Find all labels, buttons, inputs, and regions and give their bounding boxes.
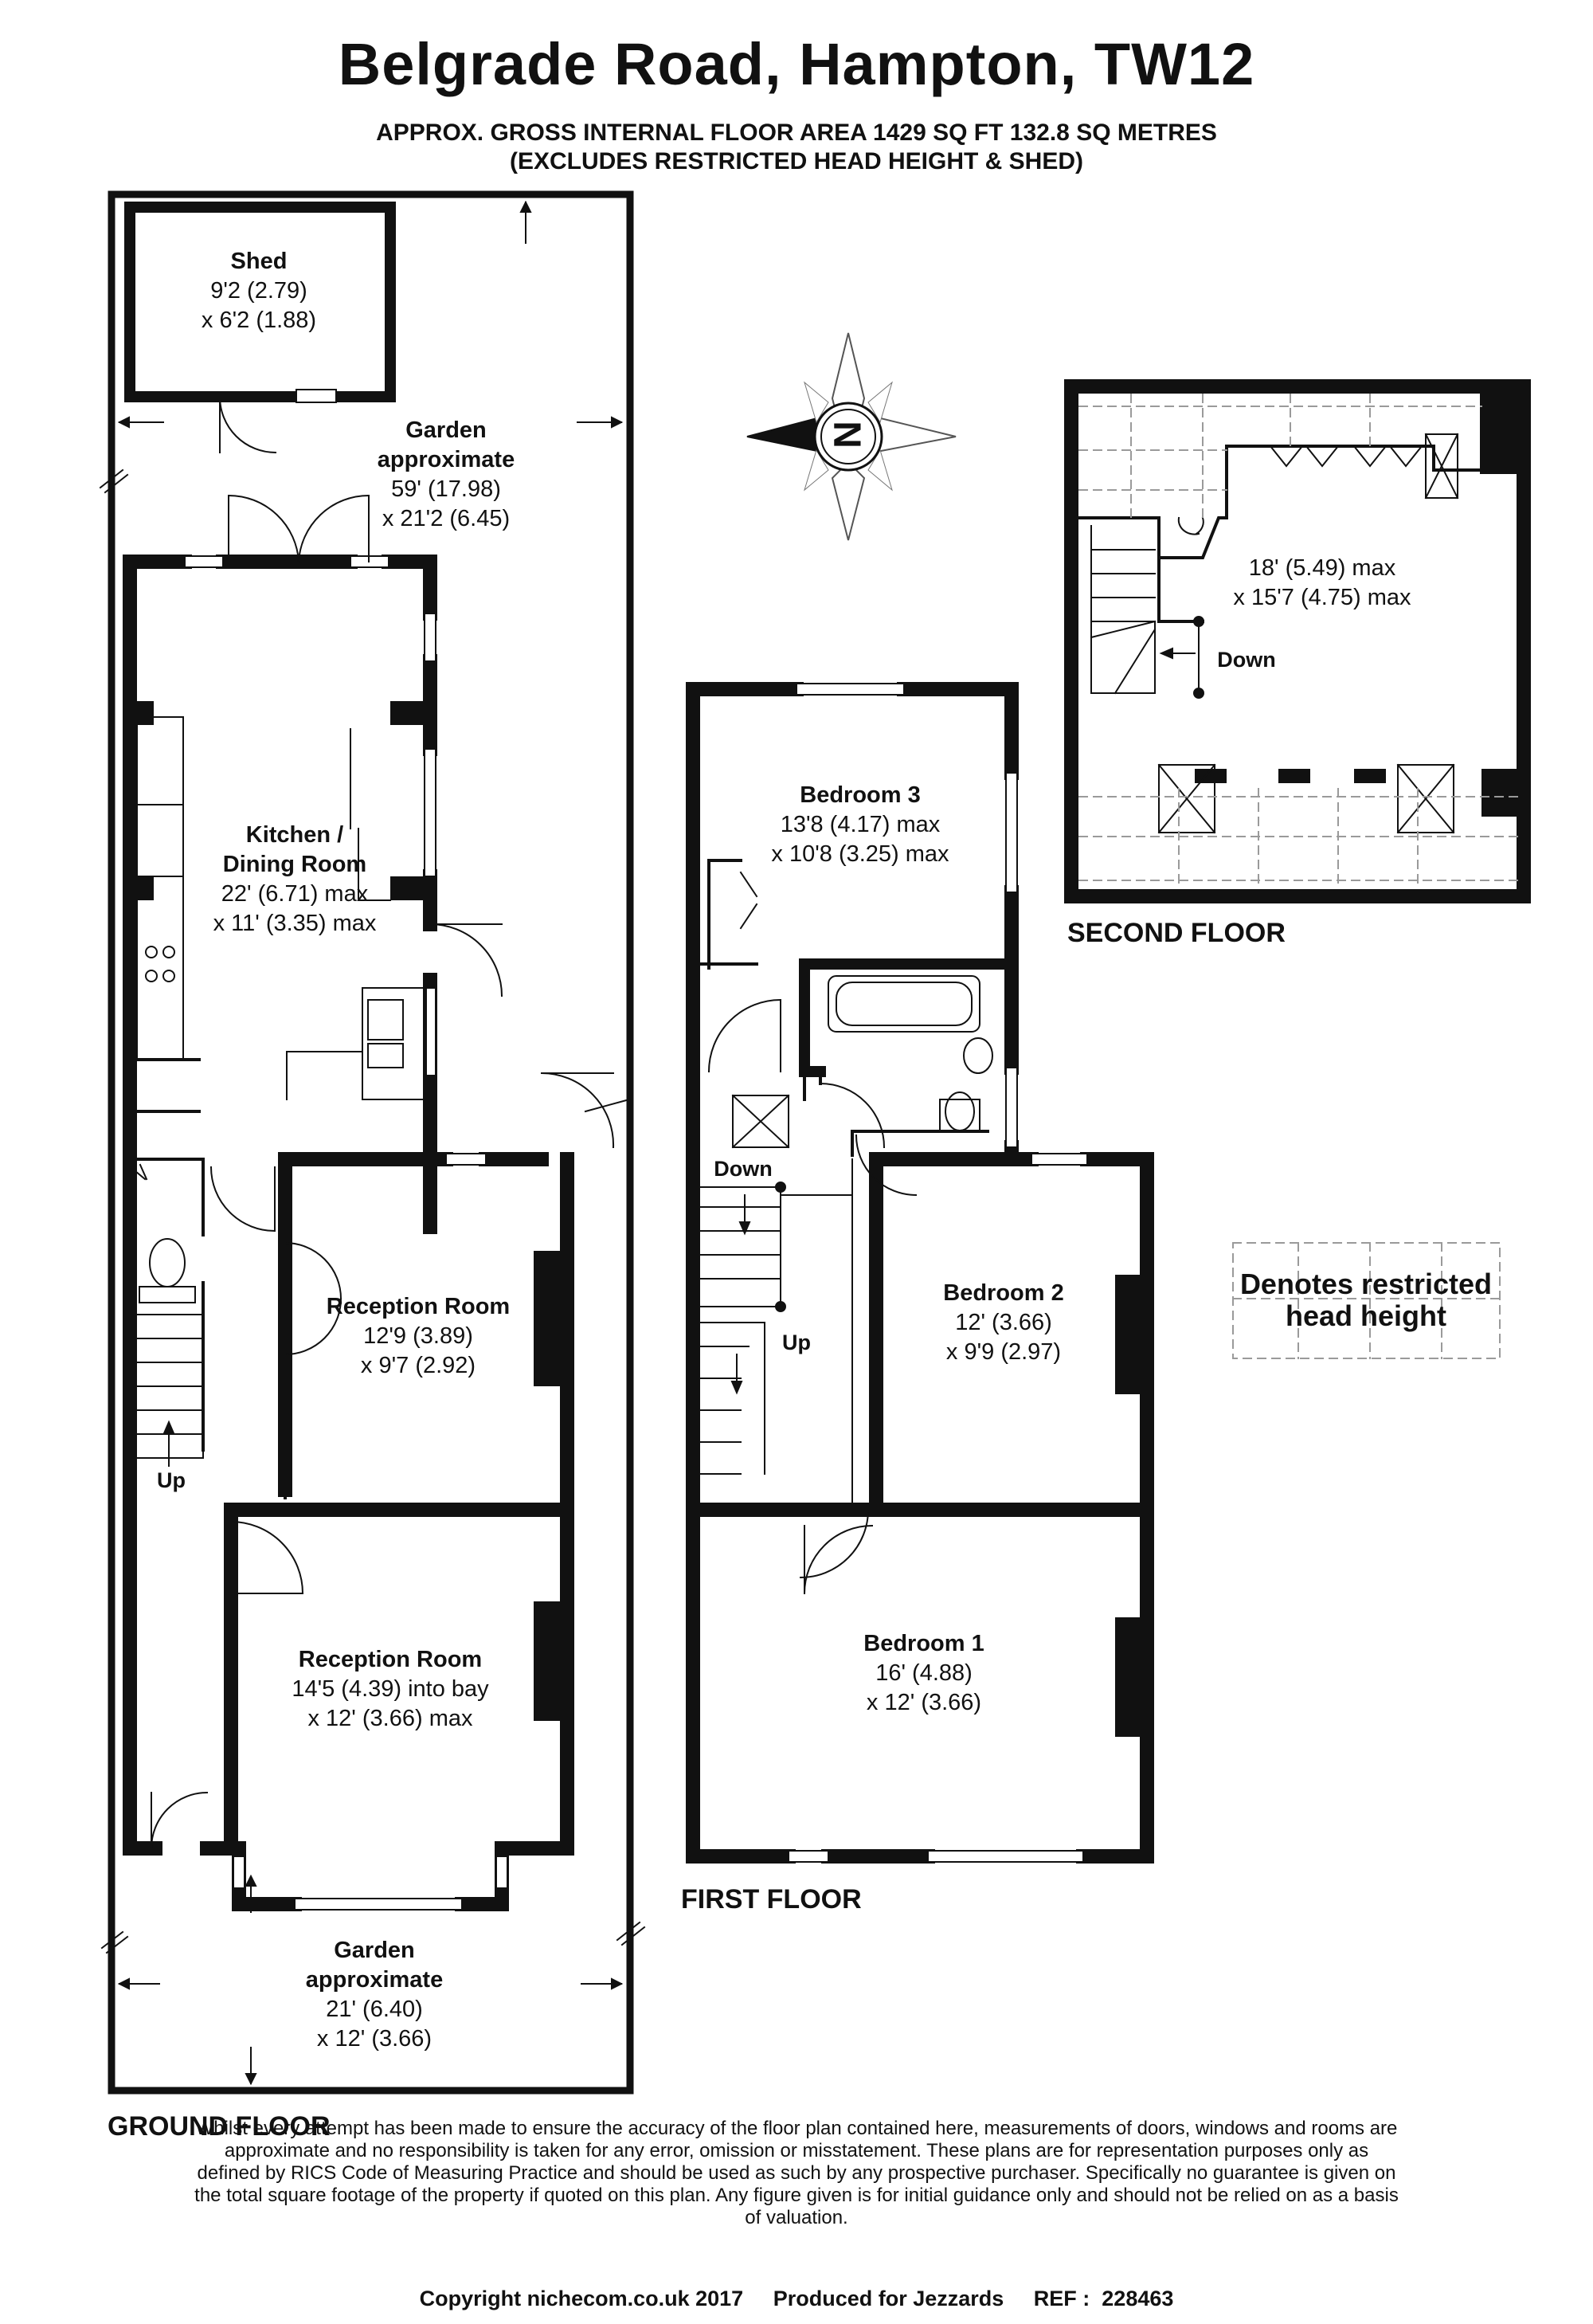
kitchen-dim1: 22' (6.71) max — [221, 881, 369, 907]
footer-credits: Copyright nichecom.co.uk 2017 Produced f… — [419, 2287, 1174, 2310]
bedroom3-dim2: x 10'8 (3.25) max — [771, 841, 949, 867]
second-floor-skylights — [1157, 433, 1459, 834]
bedroom1-label: Bedroom 1 16' (4.88) x 12' (3.66) — [812, 1629, 1035, 1718]
reception-rear-dim1: 12'9 (3.89) — [363, 1323, 473, 1349]
ground-stairs-up-label: Up — [157, 1468, 186, 1492]
front-garden-label: Garden approximate 21' (6.40) x 12' (3.6… — [263, 1936, 486, 2054]
first-floor-doors — [707, 871, 918, 1595]
bedroom3-name: Bedroom 3 — [800, 782, 921, 808]
second-floor-label: SECOND FLOOR — [1067, 918, 1286, 948]
shed-dim1: 9'2 (2.79) — [210, 278, 307, 304]
ground-floor-plan — [99, 190, 646, 2095]
wc-fittings — [134, 1163, 196, 1303]
bedroom3-dim1: 13'8 (4.17) max — [780, 812, 941, 837]
bedroom1-dim2: x 12' (3.66) — [866, 1690, 982, 1715]
front-garden-dim1: 21' (6.40) — [326, 1997, 423, 2022]
reception-front-name: Reception Room — [298, 1647, 483, 1672]
reception-rear-dim2: x 9'7 (2.92) — [360, 1353, 476, 1378]
shed-outline — [124, 202, 396, 454]
kitchen-name2: Dining Room — [222, 852, 367, 877]
shed-dim2: x 6'2 (1.88) — [201, 308, 317, 333]
rear-garden-dim2: x 21'2 (6.45) — [382, 506, 511, 531]
front-garden-dim2: x 12' (3.66) — [316, 2026, 432, 2052]
front-garden-name2: approximate — [305, 1967, 444, 1993]
reception-rear-name: Reception Room — [326, 1294, 511, 1319]
bedroom2-dim1: 12' (3.66) — [955, 1310, 1052, 1335]
kitchen-dim2: x 11' (3.35) max — [213, 911, 377, 936]
ground-floor-doors — [150, 494, 631, 1850]
bedroom2-name: Bedroom 2 — [943, 1280, 1064, 1306]
second-floor-chimneys — [1195, 386, 1524, 817]
reception-front-label: Reception Room 14'5 (4.39) into bay x 12… — [255, 1645, 526, 1734]
rear-garden-label: Garden approximate 59' (17.98) x 21'2 (6… — [342, 416, 550, 534]
first-floor-plan — [686, 682, 1154, 1864]
rear-garden-arrows — [99, 200, 624, 494]
kitchen-name1: Kitchen / — [245, 822, 344, 848]
second-floor-plan — [1064, 379, 1531, 903]
ground-floor-stairs — [135, 1314, 204, 1467]
first-stairs-up-label: Up — [782, 1331, 811, 1354]
rear-garden-name2: approximate — [377, 447, 515, 472]
rear-garden-name1: Garden — [405, 417, 487, 443]
bathroom-walls — [799, 958, 1017, 1077]
bedroom2-dim2: x 9'9 (2.97) — [945, 1339, 1062, 1365]
first-floor-chimney-breasts — [1115, 1275, 1143, 1737]
second-stairs-down-label: Down — [1217, 648, 1276, 672]
bedroom3-label: Bedroom 3 13'8 (4.17) max x 10'8 (3.25) … — [725, 781, 996, 869]
first-floor-walls — [686, 682, 1154, 1864]
disclaimer-text: Whilst every attempt has been made to en… — [194, 2118, 1399, 2228]
compass-rose-icon — [746, 332, 957, 541]
first-floor-stairs — [700, 1158, 853, 1511]
bathroom-fittings — [828, 975, 993, 1132]
first-floor-label: FIRST FLOOR — [681, 1884, 862, 1914]
first-floor-internal-walls — [691, 859, 989, 1511]
reception-front-dim1: 14'5 (4.39) into bay — [292, 1676, 489, 1702]
restricted-height-legend-box — [1232, 1242, 1501, 1359]
second-floor-room-label: 18' (5.49) max x 15'7 (4.75) max — [1195, 554, 1450, 613]
kitchen-label: Kitchen / Dining Room 22' (6.71) max x 1… — [175, 821, 414, 939]
restricted-head-height-lines — [1078, 394, 1518, 889]
rear-garden-dim1: 59' (17.98) — [391, 476, 501, 502]
landing-skylight — [731, 1094, 790, 1149]
second-floor-dim2: x 15'7 (4.75) max — [1233, 585, 1411, 610]
bedroom1-name: Bedroom 1 — [863, 1631, 984, 1656]
legend-line2: head height — [1285, 1299, 1446, 1332]
ground-floor-chimney-breasts — [130, 701, 562, 1721]
first-floor-windows — [788, 683, 1088, 1863]
excludes-line: (EXCLUDES RESTRICTED HEAD HEIGHT & SHED) — [509, 148, 1084, 174]
compass-letter: N — [827, 421, 870, 449]
ground-floor-internal-walls — [128, 1058, 287, 1499]
front-garden-name1: Garden — [334, 1938, 415, 1963]
legend-line1: Denotes restricted — [1239, 1268, 1493, 1300]
ground-floor-label: GROUND FLOOR — [108, 2111, 331, 2142]
first-stairs-down-label: Down — [714, 1157, 773, 1181]
second-floor-stairs — [1090, 525, 1204, 699]
reception-rear-label: Reception Room 12'9 (3.89) x 9'7 (2.92) — [311, 1292, 526, 1381]
bedroom2-label: Bedroom 2 12' (3.66) x 9'9 (2.97) — [900, 1279, 1107, 1367]
second-floor-dim1: 18' (5.49) max — [1248, 555, 1396, 581]
reception-front-dim2: x 12' (3.66) max — [307, 1706, 473, 1731]
shed-label: Shed 9'2 (2.79) x 6'2 (1.88) — [143, 247, 374, 335]
shed-name: Shed — [230, 249, 288, 274]
page-title: Belgrade Road, Hampton, TW12 — [338, 31, 1255, 97]
legend-text: Denotes restricted head height — [1227, 1268, 1505, 1332]
bedroom1-dim1: 16' (4.88) — [875, 1660, 973, 1686]
floor-area-line: APPROX. GROSS INTERNAL FLOOR AREA 1429 S… — [376, 120, 1217, 146]
front-garden-arrows — [100, 1874, 646, 2086]
